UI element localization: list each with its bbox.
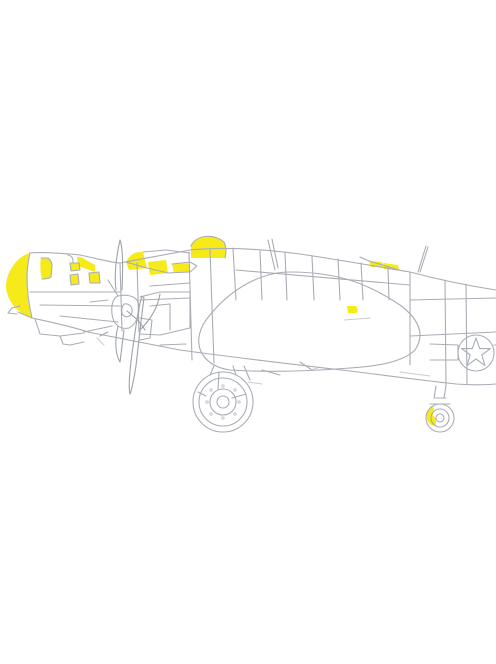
cockpit-windscreen-mask: [126, 251, 147, 270]
dorsal-window-mask: [347, 306, 358, 313]
engines: [83, 279, 191, 346]
wing-outline: [198, 271, 421, 376]
fuselage-outline: [7, 247, 496, 387]
nose-window-1-mask: [70, 263, 80, 271]
nose-mask: [6, 253, 32, 318]
nose-window-2-mask: [70, 274, 79, 285]
nose-side-window-mask: [40, 258, 52, 279]
antennas: [267, 238, 429, 273]
propellers: [99, 239, 161, 395]
top-turret-mask: [191, 236, 226, 258]
main-landing-gear: [192, 365, 254, 433]
star-roundel-icon: [429, 334, 496, 372]
fuselage-details: [96, 317, 431, 385]
tail-landing-gear: [425, 385, 455, 433]
cockpit-window-2-mask: [172, 263, 190, 273]
chin-mask: [77, 257, 95, 272]
wheel-studs: [205, 384, 241, 420]
cockpit-frame: [40, 235, 400, 286]
nose-window-3-mask: [89, 272, 100, 283]
